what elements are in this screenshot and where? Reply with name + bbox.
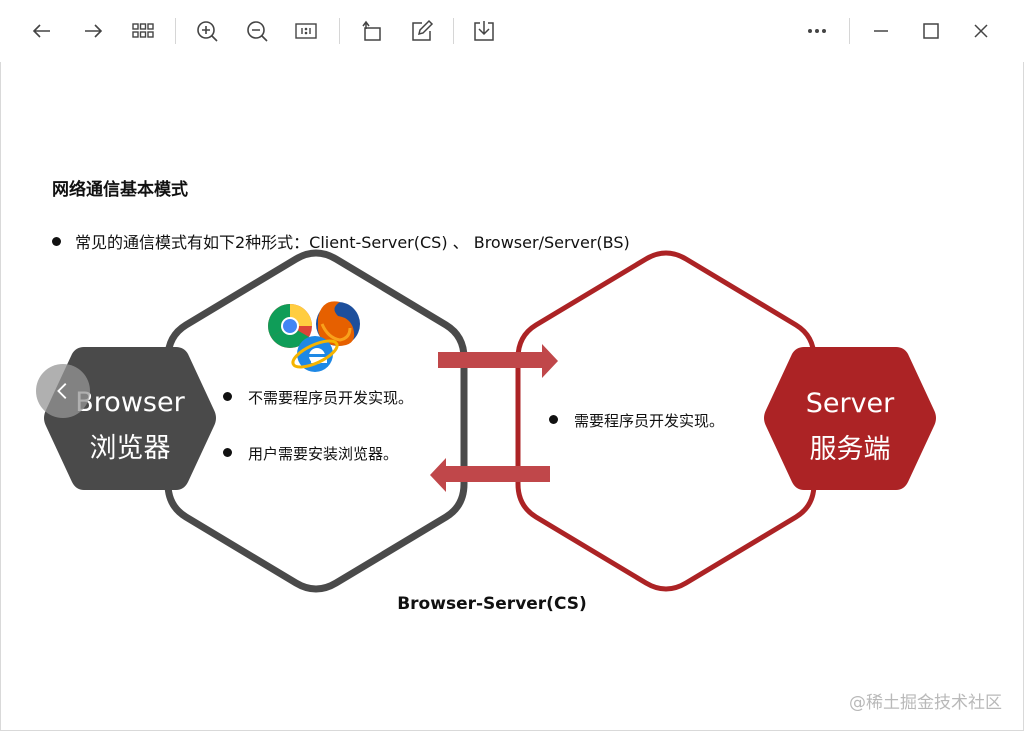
- zoom-in-icon: [197, 21, 218, 42]
- more-button[interactable]: [800, 14, 834, 48]
- rotate-icon: [362, 20, 381, 41]
- previous-slide-button[interactable]: [36, 364, 90, 418]
- server-filled-hexagon: [764, 347, 936, 490]
- browser-point-text: 用户需要安装浏览器。: [248, 445, 399, 463]
- grid-view-button[interactable]: [126, 14, 160, 48]
- server-label: Server 服务端: [780, 381, 920, 473]
- server-label-en: Server: [805, 388, 895, 419]
- slide-heading: 网络通信基本模式: [52, 180, 188, 200]
- close-icon: [974, 24, 988, 38]
- response-arrow: [430, 458, 550, 492]
- actual-size-button[interactable]: [289, 14, 323, 48]
- request-arrow: [438, 344, 558, 378]
- minimize-icon: [874, 30, 888, 32]
- download-icon: [474, 21, 494, 41]
- browser-label-zh: 浏览器: [89, 433, 171, 464]
- toolbar-separator: [339, 18, 340, 44]
- arrow-left-icon: [32, 24, 50, 38]
- zoom-out-icon: [247, 21, 268, 42]
- server-point-text: 需要程序员开发实现。: [574, 412, 725, 430]
- close-button[interactable]: [964, 14, 998, 48]
- minimize-button[interactable]: [864, 14, 898, 48]
- slide-stage: 网络通信基本模式 常见的通信模式有如下2种形式：Client-Server(CS…: [0, 62, 1024, 731]
- chrome-logo-icon: [268, 304, 312, 348]
- watermark: @稀土掘金技术社区: [849, 693, 1002, 713]
- diagram-caption: Browser-Server(CS): [397, 594, 587, 614]
- browser-label: Browser 浏览器: [60, 380, 200, 472]
- zoom-in-button[interactable]: [190, 14, 224, 48]
- ie-logo-icon: [291, 336, 339, 372]
- zoom-out-button[interactable]: [240, 14, 274, 48]
- forward-button[interactable]: [76, 14, 110, 48]
- more-icon: [808, 29, 826, 33]
- bullet-dot: [223, 448, 232, 457]
- browser-point: 不需要程序员开发实现。: [223, 387, 413, 408]
- bullet-dot: [549, 415, 558, 424]
- firefox-logo-icon: [316, 301, 360, 346]
- maximize-button[interactable]: [914, 14, 948, 48]
- toolbar-separator: [453, 18, 454, 44]
- rotate-button[interactable]: [355, 14, 389, 48]
- arrow-right-icon: [85, 24, 103, 38]
- edit-button[interactable]: [405, 14, 439, 48]
- chevron-left-icon: [57, 383, 67, 399]
- actual-size-icon: [295, 23, 317, 39]
- browser-label-en: Browser: [75, 387, 185, 418]
- bullet-dot: [223, 392, 232, 401]
- browser-point: 用户需要安装浏览器。: [223, 443, 398, 464]
- back-button[interactable]: [25, 14, 59, 48]
- slide-bullet-text: 常见的通信模式有如下2种形式：Client-Server(CS) 、 Brows…: [75, 233, 630, 252]
- grid-icon: [132, 23, 154, 38]
- slide-bullet: 常见的通信模式有如下2种形式：Client-Server(CS) 、 Brows…: [52, 229, 630, 253]
- server-point: 需要程序员开发实现。: [549, 410, 724, 431]
- maximize-icon: [923, 23, 939, 39]
- viewer-toolbar: [0, 0, 1024, 62]
- toolbar-separator: [849, 18, 850, 44]
- browser-point-text: 不需要程序员开发实现。: [248, 389, 414, 407]
- bullet-dot: [52, 237, 61, 246]
- edit-icon: [412, 19, 434, 41]
- toolbar-separator: [175, 18, 176, 44]
- download-button[interactable]: [467, 14, 501, 48]
- server-label-zh: 服务端: [809, 434, 891, 465]
